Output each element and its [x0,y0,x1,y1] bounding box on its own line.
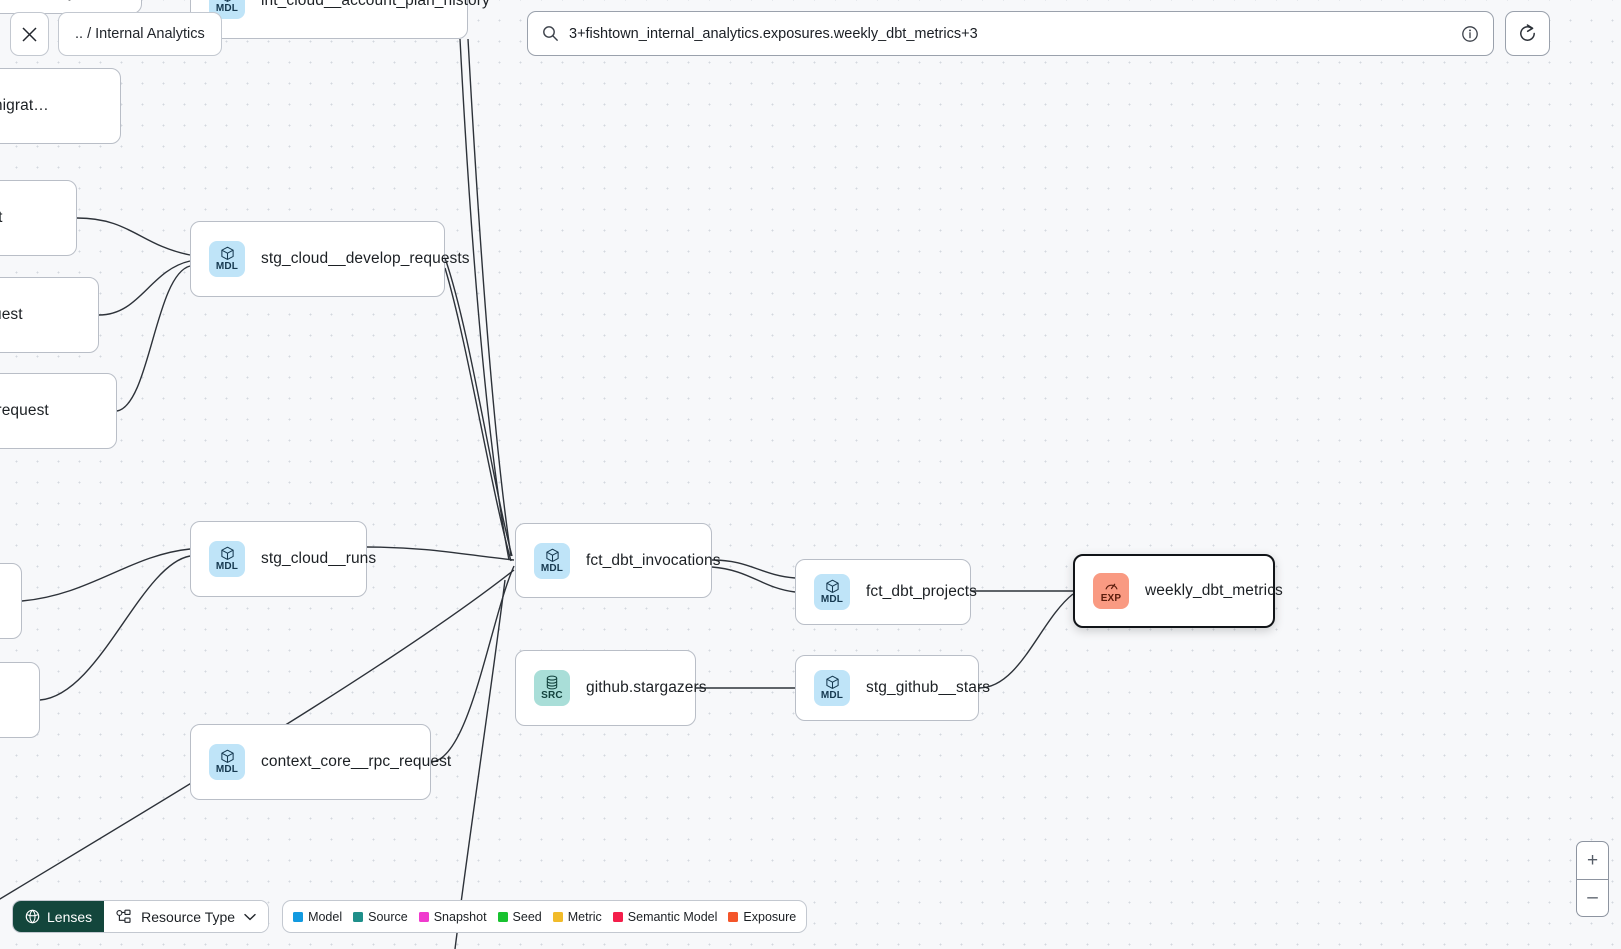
legend-label: Seed [512,909,542,924]
legend-swatch-icon [728,911,739,922]
legend-item[interactable]: Semantic Model [612,909,718,924]
lineage-node-label: stg_cloud__runs [261,550,377,567]
lineage-node[interactable]: velop_request [0,277,99,353]
src-badge-icon: SRC [534,670,570,706]
legend-item[interactable]: Exposure [728,910,796,924]
legend-item[interactable]: Snapshot [418,909,487,924]
refresh-icon [1520,24,1535,41]
bottom-toolbar: Lenses Resource Type Model Source Snapshot… [12,900,808,933]
lineage-node-label: stg_cloud__develop_requests [261,250,470,267]
legend-item[interactable]: Source [353,910,408,924]
lineage-node[interactable]: MDL context_core__rpc_request [190,724,451,800]
lineage-node-label: fct_dbt_projects [866,583,978,600]
lineage-node[interactable]: op_request [0,180,77,256]
mdl-badge-icon: MDL [209,241,245,277]
lineage-node-label: snapshot_daily [0,0,76,2]
lineage-node-label: int_cloud__account_plan_history [261,0,490,9]
exp-badge-icon: EXP [1093,573,1129,609]
mdl-badge-icon: MDL [814,574,850,610]
legend-label: Exposure [743,909,797,924]
legend-swatch-icon [497,911,508,922]
refresh-button[interactable] [1505,11,1550,56]
resource-type-legend: Model Source Snapshot Seed Metric Semantic Mo… [282,900,808,933]
lineage-node[interactable]: n [0,563,22,639]
legend-item[interactable]: Metric [552,909,602,924]
lineage-node[interactable]: MDL stg_cloud__develop_requests [190,221,470,297]
legend-label: Snapshot [433,909,487,924]
legend-swatch-icon [418,911,429,922]
lineage-node[interactable]: _develop_request [0,373,117,449]
lineage-node-label: weekly_dbt_metrics [1145,582,1283,599]
lineage-search[interactable] [527,11,1494,56]
lineage-node-label: context_core__rpc_request [261,753,452,770]
lineage-node[interactable]: MDL stg_cloud__runs [190,521,376,597]
legend-item[interactable]: Model [293,910,342,924]
lineage-node[interactable]: _run [0,662,40,738]
search-input[interactable] [569,25,1451,42]
lineage-node-label: stg_github__stars [866,679,991,696]
lineage-node-label: fct_dbt_invocations [586,551,721,569]
lineage-node-label: velop_request [0,306,23,323]
lenses-button[interactable]: Lenses [13,901,105,932]
mdl-badge-icon: MDL [209,744,245,780]
resource-type-button[interactable]: Resource Type [104,901,269,932]
breadcrumb[interactable]: .. / Internal Analytics [58,12,222,56]
legend-label: Source [368,909,408,924]
legend-swatch-icon [353,911,364,922]
lens-icon [25,909,40,924]
lineage-node-label: op_request [0,209,3,226]
lineage-node-label: multicell_migrat… [0,97,49,114]
lineage-node[interactable]: multicell_migrat… [0,68,121,144]
legend-label: Metric [567,909,602,924]
lineage-node[interactable]: EXP weekly_dbt_metrics [1073,554,1283,628]
lens-controls: Lenses Resource Type [12,900,270,933]
lineage-node[interactable]: MDL stg_github__stars [795,655,990,721]
legend-swatch-icon [552,911,563,922]
zoom-in-button[interactable]: + [1586,849,1599,871]
lineage-node[interactable]: SRC github.stargazers [515,650,707,726]
lineage-node-label: github.stargazers [586,679,707,696]
info-icon[interactable] [1461,25,1479,43]
search-icon [543,26,559,42]
lineage-node[interactable]: MDL fct_dbt_invocations [515,523,721,598]
lineage-node-label: _develop_request [0,402,49,419]
close-button[interactable] [10,12,49,56]
zoom-controls: + – [1576,841,1609,917]
breadcrumb-label: .. / Internal Analytics [75,26,205,42]
mdl-badge-icon: MDL [814,670,850,706]
top-toolbar: .. / Internal Analytics [0,0,1621,62]
legend-item[interactable]: Seed [497,909,542,924]
lenses-label: Lenses [47,908,93,925]
mdl-badge-icon: MDL [209,541,245,577]
legend-swatch-icon [293,911,304,922]
resource-type-icon [116,909,131,923]
lineage-node[interactable]: MDL fct_dbt_projects [795,559,977,625]
chevron-down-icon [244,913,256,920]
mdl-badge-icon: MDL [534,542,570,579]
close-icon [22,26,37,42]
legend-swatch-icon [612,911,623,922]
legend-label: Model [308,909,343,924]
resource-type-label: Resource Type [141,908,236,925]
zoom-out-button[interactable]: – [1577,879,1608,916]
legend-label: Semantic Model [627,909,718,924]
